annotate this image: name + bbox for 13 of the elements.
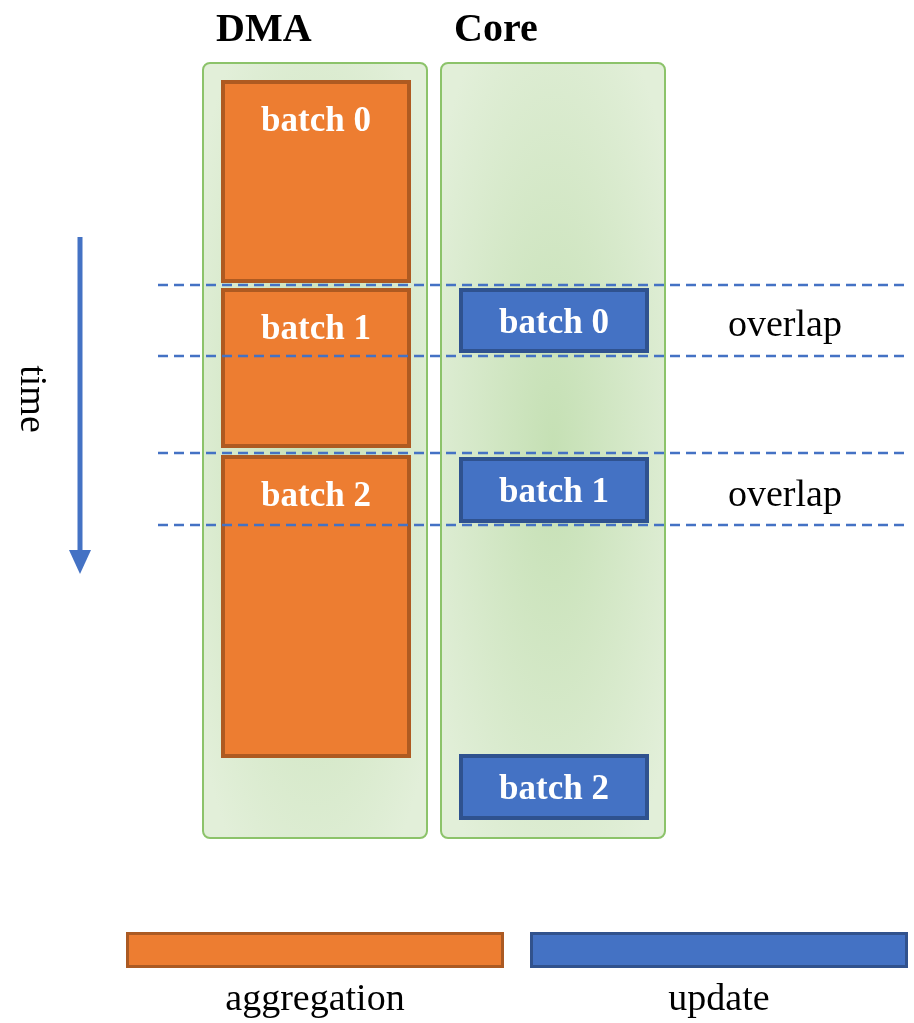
- update-bar: batch 0: [459, 288, 649, 353]
- aggregation-bar: batch 0: [221, 80, 411, 283]
- column-heading: DMA: [216, 8, 312, 48]
- annotation-text: overlap: [728, 304, 842, 342]
- axis-label: time: [14, 365, 53, 433]
- aggregation-bar: batch 2: [221, 455, 411, 758]
- annotation-text: overlap: [728, 474, 842, 512]
- legend-text: update: [668, 978, 770, 1016]
- aggregation-bar: batch 1: [221, 288, 411, 448]
- update-bar: batch 2: [459, 754, 649, 820]
- column-heading: Core: [454, 8, 538, 48]
- update-bar: batch 1: [459, 457, 649, 523]
- legend-text: aggregation: [225, 978, 405, 1016]
